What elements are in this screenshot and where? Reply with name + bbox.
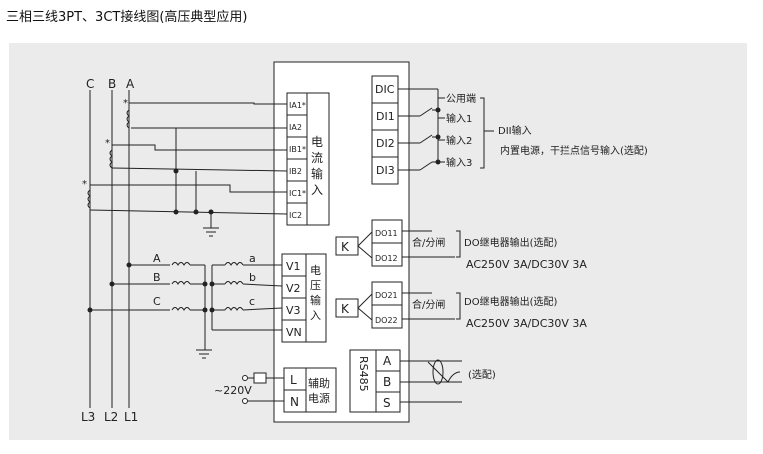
do2-switch-label: 合/分闸	[412, 298, 445, 311]
di-input2-label: 输入2	[446, 134, 472, 147]
aux-label-1: 辅助	[308, 376, 330, 390]
terminal-di2: DI2	[376, 137, 395, 150]
voltage-label-1: 电	[310, 264, 321, 277]
pt-primary-c: C	[153, 295, 161, 308]
terminal-ib2: IB2	[289, 167, 302, 176]
current-label-2: 流	[311, 151, 323, 165]
do1-title: DO继电器输出(选配)	[464, 236, 557, 249]
ct-a-star: *	[123, 98, 128, 109]
ct-b-star: *	[105, 138, 110, 149]
pt-secondary-a: a	[249, 252, 256, 265]
terminal-do22: DO22	[375, 316, 398, 325]
phase-l3-label: L3	[81, 410, 95, 424]
terminal-do11: DO11	[375, 229, 398, 238]
di-input1-label: 输入1	[446, 112, 472, 125]
relay-k1: K	[341, 240, 350, 254]
rs485-terminal-s: S	[383, 396, 391, 410]
voltage-label-2: 压	[310, 279, 321, 292]
di-note: 内置电源，干拦点信号输入(选配)	[500, 144, 648, 157]
terminal-l: L	[290, 373, 297, 387]
voltage-label-4: 入	[310, 309, 321, 322]
phase-a-label: A	[126, 77, 135, 91]
terminal-di3: DI3	[376, 164, 395, 177]
ct-c-star: *	[82, 179, 87, 190]
current-label-4: 入	[311, 183, 323, 197]
aux-voltage: ~220V	[214, 384, 252, 397]
do1-rating: AC250V 3A/DC30V 3A	[466, 258, 587, 271]
rs485-note: (选配)	[468, 368, 496, 381]
terminal-di1: DI1	[376, 110, 395, 123]
rs485-terminal-a: A	[383, 354, 392, 368]
do2-title: DO继电器输出(选配)	[464, 295, 557, 308]
terminal-dic: DIC	[375, 83, 395, 96]
wires	[87, 61, 494, 423]
pt-primary-a: A	[153, 252, 161, 265]
relay-k2: K	[341, 302, 350, 316]
do1-switch-label: 合/分闸	[412, 236, 445, 249]
terminal-vn: VN	[286, 326, 302, 339]
junctions	[87, 107, 441, 313]
di-common-label: 公用端	[446, 92, 476, 105]
page-title: 三相三线3PT、3CT接线图(高压典型应用)	[6, 10, 248, 25]
phase-c-label: C	[86, 77, 94, 91]
terminal-ia1: IA1*	[289, 101, 306, 110]
phase-b-label: B	[108, 77, 116, 91]
terminal-v1: V1	[286, 260, 301, 273]
phase-l2-label: L2	[104, 410, 118, 424]
do2-rating: AC250V 3A/DC30V 3A	[466, 317, 587, 330]
pt-secondary-b: b	[249, 271, 256, 284]
voltage-label-3: 输	[310, 293, 321, 307]
rs485-terminal-b: B	[383, 375, 391, 389]
terminal-ia2: IA2	[289, 123, 302, 132]
current-label-1: 电	[311, 135, 323, 149]
pt-primary-b: B	[153, 271, 161, 284]
pt-secondary-c: c	[249, 295, 255, 308]
terminal-do21: DO21	[375, 291, 398, 300]
aux-label-2: 电源	[308, 391, 330, 405]
terminal-n: N	[290, 395, 299, 409]
terminal-ic2: IC2	[289, 211, 302, 220]
phase-l1-label: L1	[124, 410, 138, 424]
di-title: DII输入	[498, 124, 532, 137]
di-input3-label: 输入3	[446, 156, 472, 169]
rs485-label: RS485	[357, 356, 370, 392]
terminal-ib1: IB1*	[289, 145, 306, 154]
terminal-v2: V2	[286, 282, 301, 295]
current-label-3: 输	[311, 166, 323, 181]
terminal-ic1: IC1*	[289, 189, 306, 198]
terminal-do12: DO12	[375, 254, 398, 263]
terminal-v3: V3	[286, 304, 301, 317]
